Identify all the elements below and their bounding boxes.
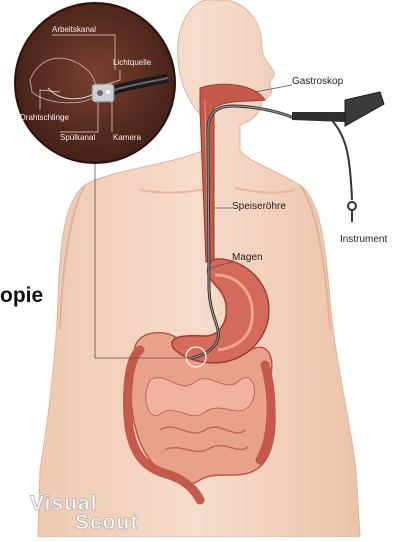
label-lichtquelle: Lichtquelle [113, 58, 151, 67]
label-kamera: Kamera [113, 133, 141, 142]
label-instrument: Instrument [340, 234, 387, 245]
label-speiseroehre: Speiseröhre [232, 201, 286, 212]
label-arbeitskanal: Arbeitskanal [52, 25, 96, 34]
partial-title: opie [0, 284, 43, 308]
label-gastroskop: Gastroskop [292, 76, 343, 87]
label-drahtschlinge: Drahtschlinge [20, 113, 69, 122]
label-spuelkanal: Spülkanal [60, 133, 95, 142]
label-magen: Magen [232, 252, 263, 263]
